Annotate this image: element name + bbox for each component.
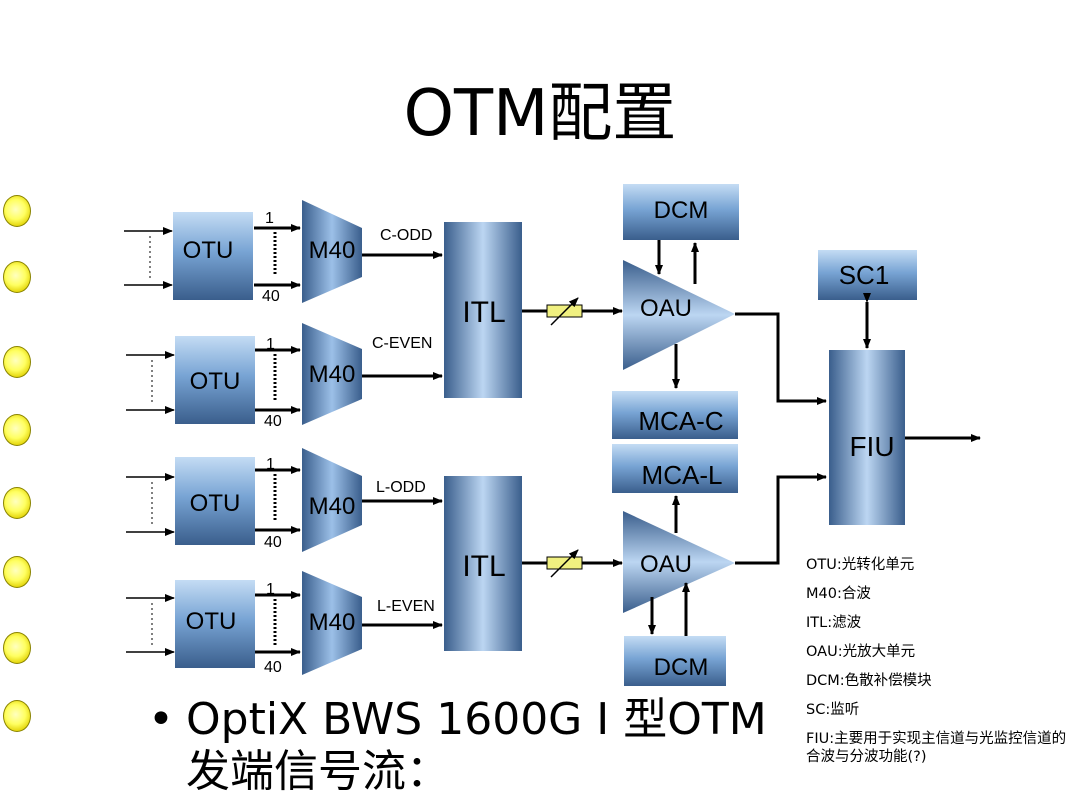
channel-last: 40: [264, 659, 282, 676]
channel-last: 40: [262, 288, 280, 305]
oau-label: OAU: [640, 295, 692, 322]
mca-c-box: [612, 391, 738, 439]
m40-label: M40: [309, 237, 356, 264]
itl-label: ITL: [462, 550, 505, 583]
oau-fiu-arrow: [735, 312, 827, 405]
channel-first: 1: [266, 336, 275, 353]
dcm-box-upper: [623, 184, 739, 240]
m40-label: M40: [309, 361, 356, 388]
mca-c-label: MCA-C: [638, 406, 723, 436]
legend-item: FIU:主要用于实现主信道与光监控信道的合波与分波功能(?): [806, 731, 1067, 765]
legend-item: OTU:光转化单元: [806, 557, 915, 573]
channel-first: 1: [266, 456, 275, 473]
sc1-label: SC1: [839, 260, 890, 290]
otu-label: OTU: [190, 490, 241, 517]
itl-box-l: [444, 476, 522, 651]
bullet-dot-icon: [3, 261, 31, 293]
bullet-dot-icon: [3, 700, 31, 732]
bullet-dot-icon: [3, 632, 31, 664]
otu-box: [173, 212, 253, 300]
bullet-text: OptiX BWS 1600G I 型OTM发端信号流：: [186, 694, 767, 797]
otu-box: [175, 336, 255, 424]
oau-amplifier-upper: [623, 260, 735, 370]
m40-label: M40: [309, 609, 356, 636]
legend-item: M40:合波: [806, 586, 871, 602]
channel-last: 40: [264, 413, 282, 430]
bullet-marker-icon: •: [148, 694, 174, 745]
oau-amplifier-lower: [623, 511, 735, 613]
bullet-dot-icon: [3, 414, 31, 446]
m40-label: M40: [309, 493, 356, 520]
channel-last: 40: [264, 534, 282, 551]
sc1-box: [818, 250, 917, 300]
group-c-odd: OTU 1 40 M40 C-ODD: [124, 200, 443, 305]
oau-label: OAU: [640, 551, 692, 578]
otu-box: [175, 580, 255, 668]
m40-multiplexer: [302, 571, 362, 675]
bullet-dot-icon: [3, 195, 31, 227]
signal-label: C-ODD: [380, 227, 432, 244]
channel-first: 1: [265, 210, 274, 227]
legend-item: DCM:色散补偿模块: [806, 673, 932, 689]
bullet-dot-icon: [3, 487, 31, 519]
m40-multiplexer: [302, 323, 362, 425]
oau-fiu-arrow: [735, 473, 827, 565]
m40-multiplexer: [302, 448, 362, 552]
mca-l-box: [612, 444, 738, 493]
slide-title: OTM配置: [403, 77, 677, 151]
itl-label: ITL: [462, 296, 505, 329]
legend-item: SC:监听: [806, 702, 860, 718]
dcm-label: DCM: [654, 654, 709, 681]
bullet-dot-icon: [3, 556, 31, 588]
group-l-even: OTU 1 40 M40 L-EVEN: [126, 571, 443, 676]
bullet-point: • OptiX BWS 1600G I 型OTM发端信号流：: [148, 694, 788, 798]
signal-label: L-ODD: [376, 479, 426, 496]
fiu-label: FIU: [849, 431, 894, 462]
signal-label: L-EVEN: [377, 598, 435, 615]
otu-label: OTU: [186, 608, 237, 635]
attenuator-adjust-icon: [550, 297, 579, 326]
legend: OTU:光转化单元 M40:合波 ITL:滤波 OAU:光放大单元 DCM:色散…: [806, 556, 1076, 777]
mca-l-label: MCA-L: [642, 460, 723, 490]
fiu-box: [829, 350, 905, 525]
attenuator-adjust-icon: [550, 549, 579, 578]
bullet-dot-icon: [3, 346, 31, 378]
itl-box-c: [444, 222, 522, 398]
dcm-box-lower: [624, 636, 726, 686]
channel-first: 1: [266, 581, 275, 598]
legend-item: OAU:光放大单元: [806, 644, 916, 660]
m40-multiplexer: [302, 200, 362, 303]
group-l-odd: OTU 1 40 M40 L-ODD: [126, 448, 443, 552]
dcm-label: DCM: [654, 197, 709, 224]
otu-label: OTU: [183, 237, 234, 264]
legend-item: ITL:滤波: [806, 615, 862, 631]
signal-label: C-EVEN: [372, 335, 432, 352]
group-c-even: OTU 1 40 M40 C-EVEN: [126, 323, 443, 430]
otu-box: [175, 457, 255, 545]
otu-label: OTU: [190, 368, 241, 395]
